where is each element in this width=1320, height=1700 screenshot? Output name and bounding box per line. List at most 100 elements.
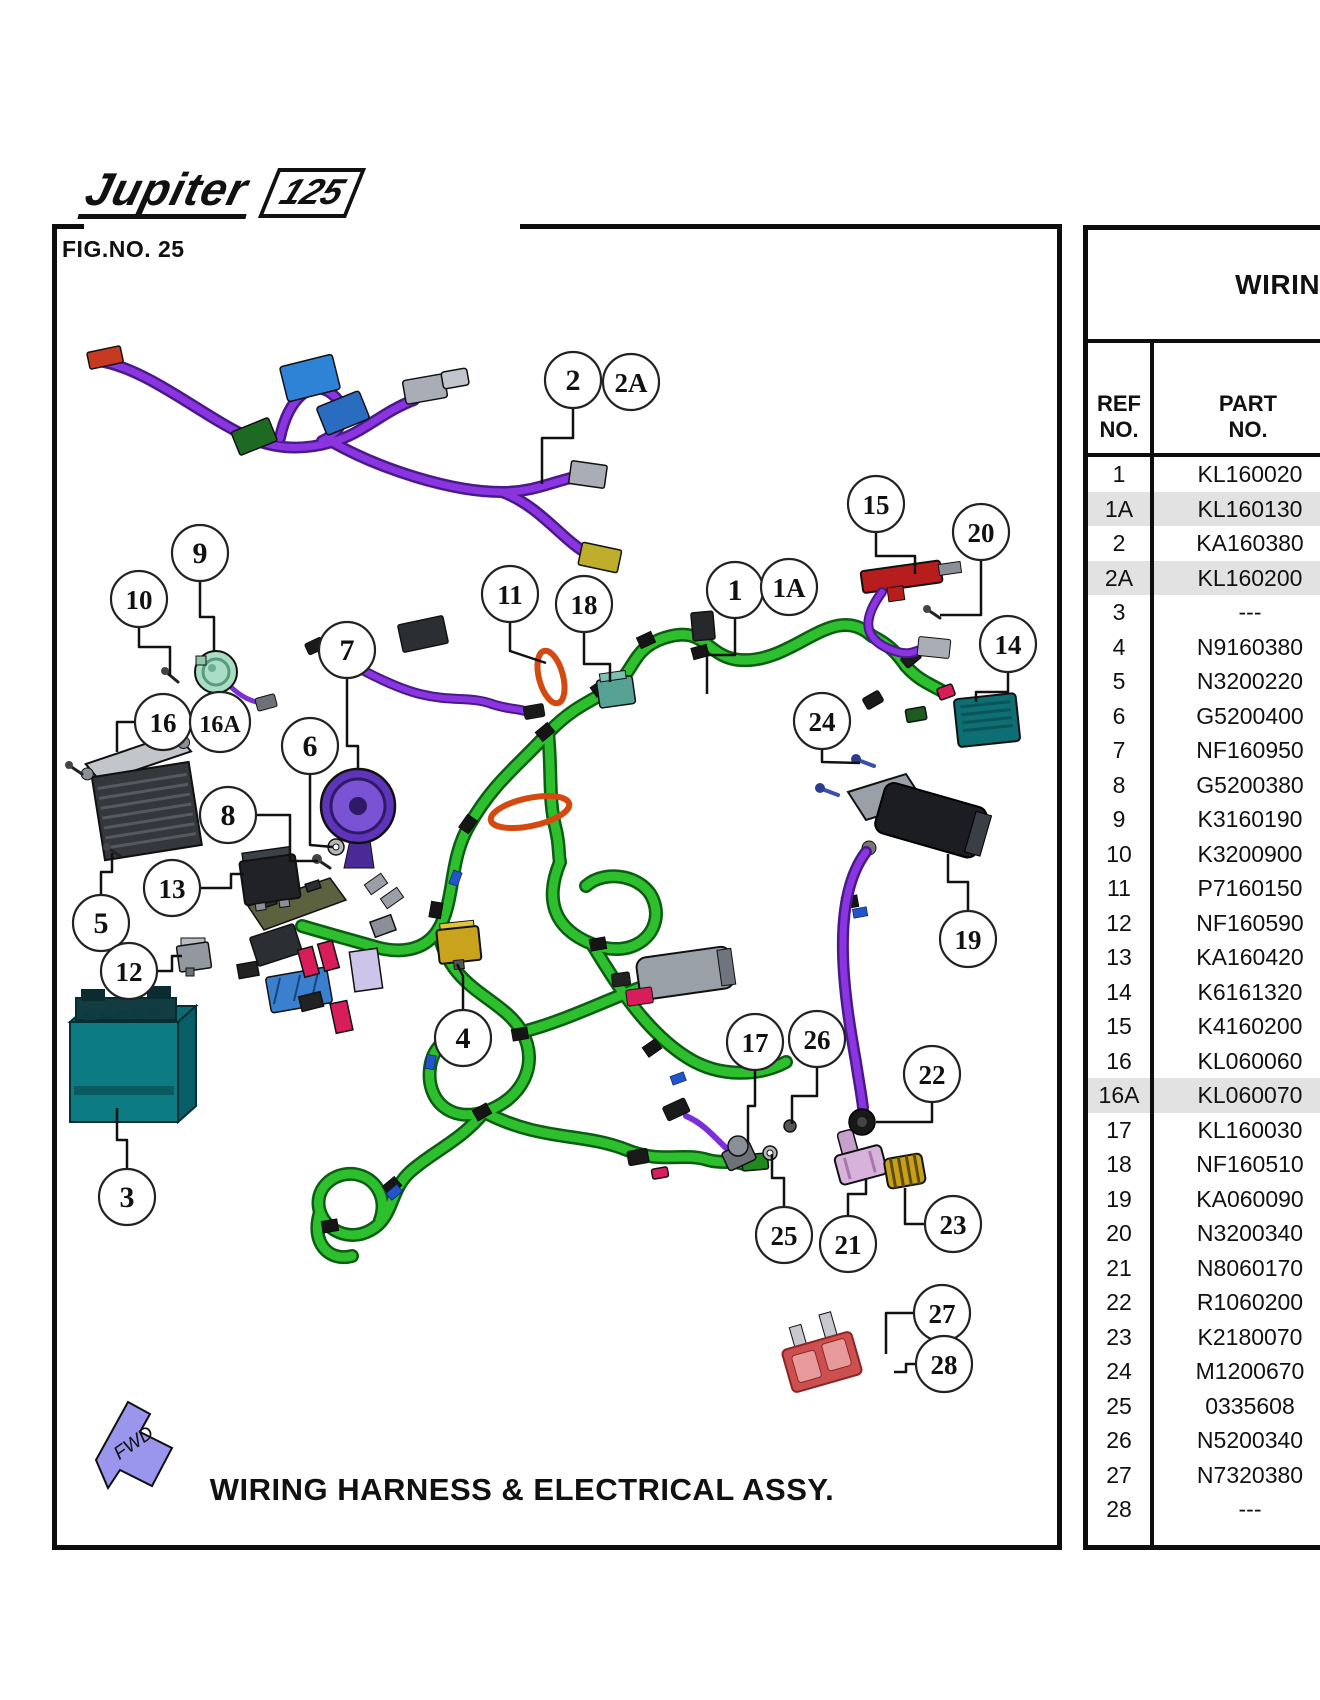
part-no-cell: N5200340 bbox=[1196, 1427, 1304, 1453]
callout-label-5: 5 bbox=[94, 907, 109, 940]
regulator-rectifier bbox=[953, 692, 1021, 748]
callout-label-16: 16 bbox=[150, 708, 177, 738]
table-row: 6 G5200400 bbox=[1088, 699, 1320, 734]
ref-no-cell: 18 bbox=[1106, 1151, 1132, 1177]
part-no-cell: K6161320 bbox=[1197, 978, 1303, 1005]
part-no-cell: 0335608 bbox=[1205, 1392, 1295, 1419]
table-row: 18 NF160510 bbox=[1088, 1147, 1320, 1182]
callout-label-23: 23 bbox=[940, 1210, 967, 1240]
callout-leaders bbox=[99, 408, 1010, 1374]
part-no-cell: G5200400 bbox=[1196, 702, 1304, 729]
sub-harness-purple bbox=[86, 345, 623, 574]
callout-label-1: 1 bbox=[728, 574, 743, 607]
callout-26 bbox=[787, 1009, 847, 1069]
brand-logo-model: 125 bbox=[258, 168, 367, 218]
part-no-cell: R1060200 bbox=[1196, 1289, 1304, 1315]
callout-23 bbox=[923, 1194, 983, 1254]
table-row: 28 --- bbox=[1088, 1492, 1320, 1527]
part-no-cell: KA160380 bbox=[1196, 530, 1304, 556]
leader-line-17 bbox=[746, 1070, 757, 1142]
leader-line-19 bbox=[946, 854, 970, 911]
relay-18 bbox=[595, 669, 637, 709]
callout-11 bbox=[480, 564, 540, 624]
part-no-cell: N3200220 bbox=[1196, 668, 1304, 694]
ref-no-cell: 13 bbox=[1106, 944, 1132, 970]
callout-8 bbox=[198, 785, 258, 845]
ref-no-cell: 1A bbox=[1104, 495, 1134, 522]
figure-caption: WIRING HARNESS & ELECTRICAL ASSY. bbox=[209, 1472, 835, 1507]
blade-fuse bbox=[781, 1311, 863, 1393]
ref-no-cell: 6 bbox=[1112, 702, 1126, 729]
callout-label-15: 15 bbox=[863, 490, 890, 520]
callout-label-11: 11 bbox=[497, 580, 523, 610]
header-part-no: PART NO. bbox=[1218, 391, 1278, 442]
ref-no-cell: 23 bbox=[1106, 1323, 1132, 1350]
callout-9 bbox=[170, 523, 230, 583]
leader-line-27 bbox=[884, 1311, 914, 1354]
callout-25 bbox=[754, 1205, 814, 1265]
callout-label-19: 19 bbox=[955, 925, 982, 955]
ecu-unit bbox=[80, 732, 203, 862]
callout-12 bbox=[99, 941, 159, 1001]
callout-2A bbox=[601, 352, 661, 412]
ref-no-cell: 17 bbox=[1106, 1116, 1132, 1143]
ref-no-cell: 11 bbox=[1107, 875, 1131, 901]
callout-1A bbox=[759, 557, 819, 617]
ref-no-cell: 2A bbox=[1104, 564, 1134, 591]
callout-17 bbox=[725, 1012, 785, 1072]
screws-24 bbox=[815, 754, 876, 797]
callout-label-16A: 16A bbox=[199, 712, 241, 738]
callout-label-7: 7 bbox=[340, 634, 355, 667]
callout-label-22: 22 bbox=[919, 1060, 946, 1090]
fwd-arrow: FWD bbox=[94, 1400, 174, 1491]
callout-21 bbox=[818, 1214, 878, 1274]
plug-cap-21 bbox=[833, 1129, 888, 1186]
sensor-17 bbox=[662, 1097, 757, 1172]
ref-no-cell: 26 bbox=[1106, 1427, 1132, 1453]
leader-line-22 bbox=[876, 1102, 934, 1124]
callout-label-14: 14 bbox=[995, 630, 1022, 660]
table-row: 1A KL160130 bbox=[1088, 491, 1320, 526]
leader-line-7 bbox=[345, 678, 360, 770]
ref-no-cell: 8 bbox=[1112, 771, 1126, 798]
leader-line-20 bbox=[940, 560, 983, 617]
part-no-cell: NF160950 bbox=[1196, 737, 1304, 763]
battery bbox=[67, 986, 199, 1125]
callout-6 bbox=[280, 716, 340, 776]
resistor-23 bbox=[883, 1152, 927, 1190]
callout-3 bbox=[97, 1167, 157, 1227]
ref-no-cell: 28 bbox=[1106, 1496, 1132, 1522]
ref-no-cell: 21 bbox=[1106, 1254, 1132, 1281]
ref-no-cell: 2 bbox=[1112, 530, 1126, 556]
harness-connectors bbox=[626, 610, 956, 1180]
callout-15 bbox=[846, 474, 906, 534]
part-no-cell: N3200340 bbox=[1196, 1220, 1304, 1246]
leader-line-13 bbox=[200, 872, 244, 890]
part-no-cell: --- bbox=[1238, 1496, 1262, 1522]
part-no-cell: NF160590 bbox=[1196, 909, 1304, 936]
part-no-cell: KL160130 bbox=[1197, 495, 1303, 522]
ref-no-cell: 15 bbox=[1106, 1013, 1132, 1039]
callout-label-25: 25 bbox=[771, 1221, 798, 1251]
part-no-cell: NF160510 bbox=[1196, 1151, 1304, 1177]
callout-label-12: 12 bbox=[116, 957, 143, 987]
table-row: 3--- bbox=[1088, 595, 1320, 630]
callout-20 bbox=[951, 502, 1011, 562]
leader-line-16 bbox=[115, 720, 135, 752]
harness-wraps bbox=[320, 630, 869, 1234]
ref-no-cell: 5 bbox=[1112, 668, 1126, 694]
callout-28 bbox=[914, 1334, 974, 1394]
